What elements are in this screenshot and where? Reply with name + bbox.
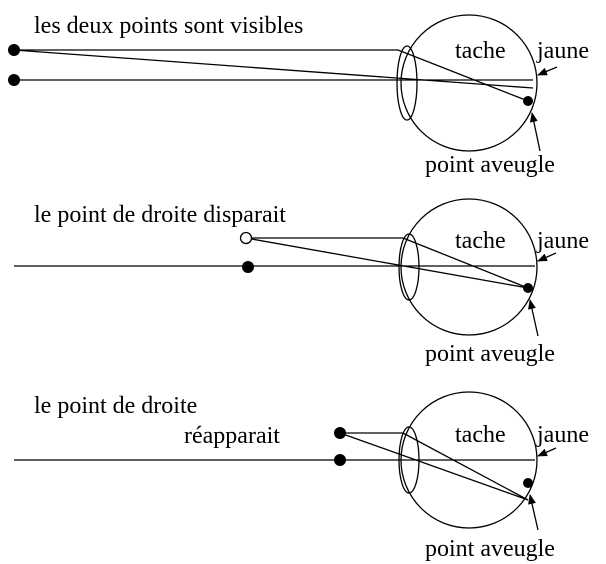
panel-2-blind-spot	[523, 283, 533, 293]
panel-3-fovea-label-jaune: jaune	[536, 422, 589, 448]
panel-3-caption-line-2: réapparait	[184, 423, 280, 449]
panel-3-blind-spot	[523, 478, 533, 488]
panel-1-blind-spot-arrow	[529, 112, 541, 152]
panel-2-ray-diagonal	[245, 237, 529, 289]
panel-3: le point de droite réapparait tache jaun…	[14, 391, 589, 562]
panel-2-caption: le point de droite disparait	[34, 202, 286, 228]
panel-1-ray-diagonal	[13, 49, 534, 89]
panel-2-fovea-label-jaune: jaune	[536, 228, 589, 254]
panel-3-ray-upper-refracted	[402, 432, 529, 501]
panel-3-point-fixation	[334, 454, 346, 466]
panel-2-fovea-label-tache: tache	[455, 228, 506, 254]
panel-1-point-left	[8, 44, 20, 56]
panel-2-ray-upper-refracted	[402, 237, 529, 289]
panel-3-blind-spot-label: point aveugle	[425, 536, 555, 562]
panel-2: le point de droite disparait tache jaune…	[14, 198, 589, 367]
panel-1: les deux points sont visibles tache jaun…	[8, 13, 589, 178]
panel-2-lens	[398, 233, 420, 301]
panel-2-point-fixation	[242, 261, 254, 273]
panel-2-fovea-arrow	[537, 252, 557, 262]
panel-1-blind-spot	[523, 96, 533, 106]
panel-2-eyeball	[400, 198, 538, 336]
panel-3-blind-spot-arrow	[528, 494, 539, 531]
panel-2-point-hidden	[239, 231, 253, 245]
panel-3-point-reappearing	[334, 427, 346, 439]
panel-3-ray-diagonal	[339, 432, 529, 501]
panel-1-fovea-label-tache: tache	[455, 38, 506, 64]
panel-1-eyeball	[400, 14, 538, 152]
panel-1-fovea-label-jaune: jaune	[536, 38, 589, 64]
panel-3-fovea-label-tache: tache	[455, 422, 506, 448]
panel-1-fovea-arrow	[537, 66, 558, 76]
panel-3-caption-line-1: le point de droite	[34, 393, 197, 419]
panel-1-blind-spot-label: point aveugle	[425, 152, 555, 178]
panel-1-lens	[396, 45, 418, 121]
panel-3-fovea-arrow	[537, 447, 557, 457]
panel-1-caption: les deux points sont visibles	[34, 13, 303, 39]
panel-1-point-fixation	[8, 74, 20, 86]
panel-2-blind-spot-label: point aveugle	[425, 341, 555, 367]
panel-2-blind-spot-arrow	[528, 299, 539, 337]
panel-1-ray-upper-refracted	[397, 49, 529, 102]
